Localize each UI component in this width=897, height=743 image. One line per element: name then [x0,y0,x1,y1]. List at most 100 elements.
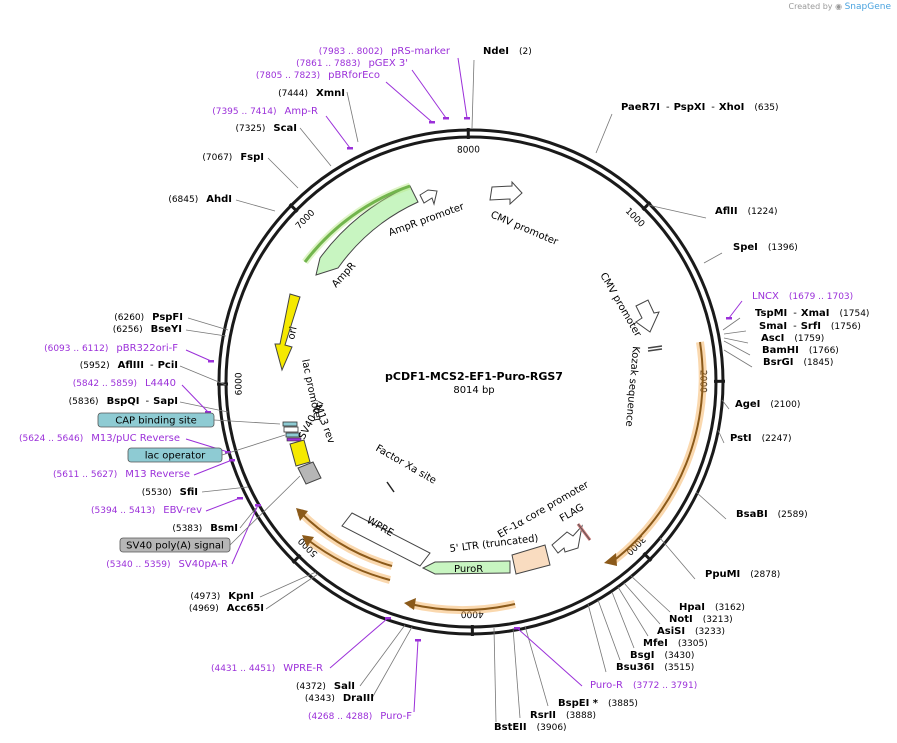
enzyme-label-bspqi[interactable]: (5836)BspQI-SapI [69,396,178,407]
boxed-connector [221,434,286,456]
primer-label-m13reverse[interactable]: (5611 .. 5627)M13 Reverse [53,469,190,480]
lac-promoter-mark[interactable] [283,426,299,433]
enzyme-label-acc65i[interactable]: (4969)Acc65I [189,603,264,614]
enzyme-connector [359,624,406,687]
primer-label-prsmarker[interactable]: (7983 .. 8002)pRS-marker [319,46,451,57]
primer-site-mark [443,117,449,120]
cmv-promoter-arrow-1[interactable] [489,180,523,206]
enzyme-connector [721,399,730,410]
ori-feature-arrow[interactable] [274,293,301,372]
boxed-feature-label[interactable]: SV40 poly(A) signal [126,541,224,552]
feature-label-cmvpromoter[interactable]: CMV promoter [489,210,560,249]
enzyme-label-noti[interactable]: NotI(3213) [669,614,733,625]
enzyme-label-scai[interactable]: (7325)ScaI [235,123,297,134]
primer-label-lncx[interactable]: LNCX(1679 .. 1703) [752,291,853,302]
enzyme-label-bamhi[interactable]: BamHI(1766) [762,345,839,356]
sv40-polya-box[interactable] [297,461,322,485]
snapgene-logo-icon: ◉ [835,2,843,11]
tick-7000 [288,203,299,213]
primer-label-ampr[interactable]: (7395 .. 7414)Amp-R [212,106,318,117]
puror-feature-arrow[interactable] [421,560,511,575]
enzyme-label-ahdi[interactable]: (6845)AhdI [168,194,232,205]
enzyme-label-spei[interactable]: SpeI(1396) [733,242,798,253]
cap-binding-site-mark[interactable] [282,421,298,427]
rgs7-cds-arrowhead [604,553,617,566]
enzyme-label-aflii[interactable]: AflII(1224) [715,206,778,217]
enzyme-label-sfii[interactable]: (5530)SfiI [142,487,198,498]
lac-operator-mark[interactable] [285,432,301,438]
enzyme-label-rsrii[interactable]: RsrII(3888) [530,710,596,721]
primer-label-ebvrev[interactable]: (5394 .. 5413)EBV-rev [91,505,202,516]
enzyme-connector [723,330,747,335]
enzyme-label-kpni[interactable]: (4973)KpnI [190,591,254,602]
primer-label-pgex3[interactable]: (7861 .. 7883)pGEX 3' [296,58,408,69]
cmv-promoter-arrow-2[interactable] [635,299,660,333]
primer-label-m13pucreverse[interactable]: (5624 .. 5646)M13/pUC Reverse [19,433,180,444]
boxed-feature-label[interactable]: CAP binding site [115,416,197,427]
enzyme-label-bsmi[interactable]: (5383)BsmI [172,523,238,534]
enzyme-label-bsgi[interactable]: BsgI(3430) [630,650,694,661]
ef1a-promoter-arrow[interactable] [551,524,583,554]
enzyme-label-fspi[interactable]: (7067)FspI [202,152,264,163]
enzyme-connector [512,627,521,719]
primer-label-l4440[interactable]: (5842 .. 5859)L4440 [73,378,176,389]
enzyme-label-paer7i[interactable]: PaeR7I-PspXI-XhoI(635) [621,102,779,113]
enzyme-label-pspfi[interactable]: (6260)PspFI [114,312,183,323]
sv40-ori-box[interactable] [289,439,311,467]
enzyme-connector [187,317,229,331]
primer-site-mark [514,627,520,630]
feature-label-factorxasite[interactable]: Factor Xa site [374,443,438,487]
boxed-connector [229,475,301,546]
enzyme-label-bsabi[interactable]: BsaBI(2589) [736,509,808,520]
primer-label-pbrforeco[interactable]: (7805 .. 7823)pBRforEco [256,70,380,81]
primer-site-mark [229,459,235,462]
enzyme-label-smai[interactable]: SmaI-SrfI(1756) [759,321,861,332]
primer-label-puror[interactable]: Puro-R(3772 .. 3791) [590,680,697,691]
primer-label-wprer[interactable]: (4431 .. 4451)WPRE-R [211,663,323,674]
enzyme-label-bspei[interactable]: BspEI *(3885) [558,698,638,709]
ampr-highlight-glow [302,182,412,265]
kozak-sequence-mark [647,345,663,352]
ampr-feature-arrow[interactable] [315,185,419,276]
boxed-feature-bg [119,537,231,553]
m13-rev-mark[interactable] [286,437,302,442]
left-cds-arc-2[interactable] [299,511,393,567]
enzyme-connector [595,113,613,154]
enzyme-label-ndei[interactable]: NdeI(2) [483,46,532,57]
plasmid-length: 8014 bp [453,385,494,396]
primer-label-pbr322orif[interactable]: (6093 .. 6112)pBR322ori-F [44,343,178,354]
enzyme-label-bsu36i[interactable]: Bsu36I(3515) [616,662,694,673]
enzyme-label-asci[interactable]: AscI(1759) [761,333,824,344]
enzyme-label-asisi[interactable]: AsiSI(3233) [657,626,725,637]
enzyme-label-bsteii[interactable]: BstEII(3906) [494,722,567,733]
enzyme-label-xmni[interactable]: (7444)XmnI [278,88,345,99]
primer-connector [411,69,447,119]
enzyme-label-hpai[interactable]: HpaI(3162) [679,602,745,613]
enzyme-label-agei[interactable]: AgeI(2100) [735,399,800,410]
bottom-cds-arc[interactable] [409,603,516,611]
enzyme-label-ppumi[interactable]: PpuMI(2878) [705,569,780,580]
enzyme-label-afliii[interactable]: (5952)AflIII-PciI [80,360,178,371]
enzyme-label-tspmi[interactable]: TspMI-XmaI(1754) [755,308,869,319]
enzyme-label-mfei[interactable]: MfeI(3305) [643,638,708,649]
primer-site-mark [237,497,243,500]
rgs7-cds-arc[interactable] [611,341,704,563]
enzyme-label-bseyi[interactable]: (6256)BseYI [113,324,182,335]
primer-label-sv40par[interactable]: (5340 .. 5359)SV40pA-R [106,559,228,570]
enzyme-connector [493,627,497,723]
enzyme-label-sali[interactable]: (4372)SalI [296,681,355,692]
left-cds-arc-1[interactable] [307,539,391,581]
enzyme-label-psti[interactable]: PstI(2247) [730,433,792,444]
primer-connector [385,81,433,123]
enzyme-label-draiii[interactable]: (4343)DraIII [305,693,374,704]
feature-label-kozaksequence[interactable]: Kozak sequence [623,346,641,427]
ampr-promoter-arrow[interactable] [419,189,438,206]
primer-label-purof[interactable]: (4268 .. 4288)Puro-F [308,711,412,722]
boxed-feature-label[interactable]: lac operator [145,451,206,462]
feature-label-puror[interactable]: PuroR [454,564,483,575]
feature-label-ori[interactable]: ori [286,326,299,341]
enzyme-connector [723,349,753,368]
enzyme-label-bsrgi[interactable]: BsrGI(1845) [763,357,833,368]
wpre-feature-arrow[interactable] [341,512,431,567]
ltr-feature-box[interactable] [511,544,551,575]
